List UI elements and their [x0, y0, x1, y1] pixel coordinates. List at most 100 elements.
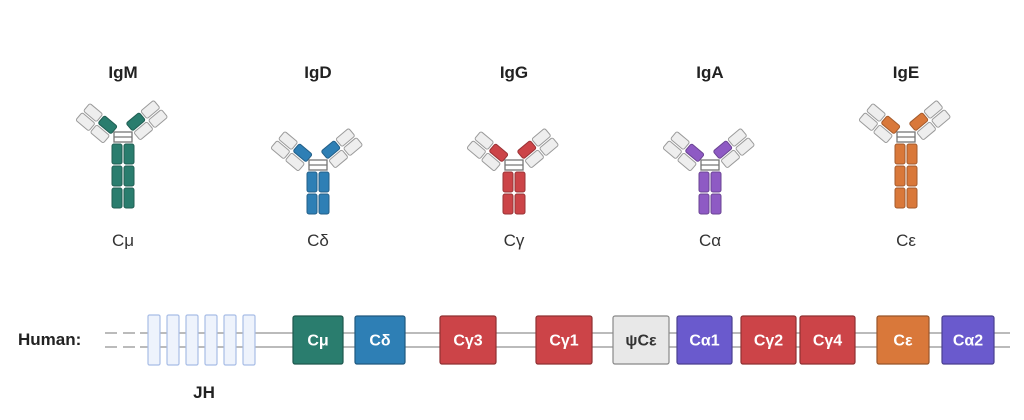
fc-domain-right — [906, 143, 918, 165]
gene-segment-7: Cγ4 — [799, 315, 856, 365]
fc-domain-left — [111, 165, 123, 187]
light-vl-domain — [735, 137, 755, 156]
light-cl-domain — [677, 152, 697, 171]
gene-segment-9: Cα2 — [941, 315, 995, 365]
gene-label: Cα2 — [953, 333, 983, 350]
constant-region-label: Cα — [699, 231, 721, 250]
gene-label: Cγ1 — [549, 333, 578, 350]
light-vl-domain — [539, 137, 559, 156]
gene-box — [292, 315, 344, 365]
gene-box — [535, 315, 593, 365]
light-vl-domain — [75, 112, 95, 131]
fc-domain-right — [710, 193, 722, 215]
jh-segment — [147, 314, 161, 366]
jh-segment — [242, 314, 256, 366]
heavy-vh-domain — [531, 128, 551, 147]
heavy-ch1-domain — [489, 143, 509, 162]
light-cl-domain — [525, 149, 544, 168]
heavy-ch1-domain — [321, 140, 341, 159]
fc-domain-right — [123, 187, 135, 209]
fc-domain-left — [111, 143, 123, 165]
heavy-vh-domain — [335, 128, 355, 147]
heavy-vh-domain — [670, 131, 690, 150]
gene-label: Cδ — [369, 333, 391, 350]
gene-segment-0: Cμ — [292, 315, 344, 365]
left-fab-arm — [662, 131, 705, 171]
jh-segment — [223, 314, 237, 366]
light-vl-domain — [466, 140, 486, 159]
gene-label: Cε — [893, 333, 913, 350]
fc-domain-left — [502, 193, 514, 215]
fc-domain-left — [894, 187, 906, 209]
gene-segment-4: ψCε — [612, 315, 670, 365]
gene-segment-5: Cα1 — [676, 315, 733, 365]
light-cl-domain — [917, 121, 936, 140]
light-vl-domain — [343, 137, 363, 156]
heavy-vh-domain — [727, 128, 747, 147]
fc-domain-left — [698, 171, 710, 193]
heavy-vh-domain — [278, 131, 298, 150]
light-cl-domain — [329, 149, 348, 168]
gene-segment-1: Cδ — [354, 315, 406, 365]
fc-domain-right — [318, 193, 330, 215]
constant-region-label: Cε — [896, 231, 916, 250]
fc-domain-right — [906, 187, 918, 209]
light-cl-domain — [134, 121, 153, 140]
heavy-ch1-domain — [293, 143, 313, 162]
right-fab-arm — [126, 100, 168, 140]
fc-domain-right — [123, 165, 135, 187]
jh-segment — [204, 314, 218, 366]
fc-domain-right — [514, 193, 526, 215]
jh-segment — [185, 314, 199, 366]
gene-box — [740, 315, 797, 365]
fc-domain-right — [906, 165, 918, 187]
fc-domain-right — [710, 171, 722, 193]
gene-segment-6: Cγ2 — [740, 315, 797, 365]
heavy-vh-domain — [923, 100, 943, 119]
heavy-ch1-domain — [909, 112, 929, 131]
heavy-vh-domain — [474, 131, 494, 150]
heavy-ch1-domain — [713, 140, 733, 159]
gene-box — [876, 315, 930, 365]
gene-segment-2: Cγ3 — [439, 315, 497, 365]
heavy-vh-domain — [140, 100, 160, 119]
light-cl-domain — [873, 124, 893, 143]
fc-domain-right — [318, 171, 330, 193]
gene-segment-3: Cγ1 — [535, 315, 593, 365]
heavy-ch1-domain — [517, 140, 537, 159]
fc-domain-left — [894, 143, 906, 165]
isotype-label: IgG — [500, 63, 528, 82]
constant-region-label: Cμ — [112, 231, 134, 250]
heavy-vh-domain — [83, 103, 103, 122]
heavy-ch1-domain — [685, 143, 705, 162]
locus-species-label: Human: — [18, 330, 81, 349]
fc-domain-left — [502, 171, 514, 193]
light-cl-domain — [90, 124, 110, 143]
heavy-ch1-domain — [98, 115, 118, 134]
isotype-label: IgD — [304, 63, 331, 82]
gene-label: ψCε — [625, 333, 657, 350]
gene-label: Cα1 — [689, 333, 719, 350]
left-fab-arm — [270, 131, 313, 171]
gene-segment-8: Cε — [876, 315, 930, 365]
light-vl-domain — [270, 140, 290, 159]
constant-region-label: Cγ — [504, 231, 525, 250]
right-fab-arm — [321, 128, 363, 168]
gene-box — [799, 315, 856, 365]
heavy-vh-domain — [866, 103, 886, 122]
left-fab-arm — [75, 103, 118, 143]
right-fab-arm — [909, 100, 951, 140]
fc-domain-left — [306, 171, 318, 193]
light-vl-domain — [662, 140, 682, 159]
jh-segment — [166, 314, 180, 366]
jh-label: JH — [193, 383, 215, 402]
gene-label: Cμ — [307, 333, 328, 350]
gene-label: Cγ3 — [453, 333, 482, 350]
left-fab-arm — [466, 131, 509, 171]
